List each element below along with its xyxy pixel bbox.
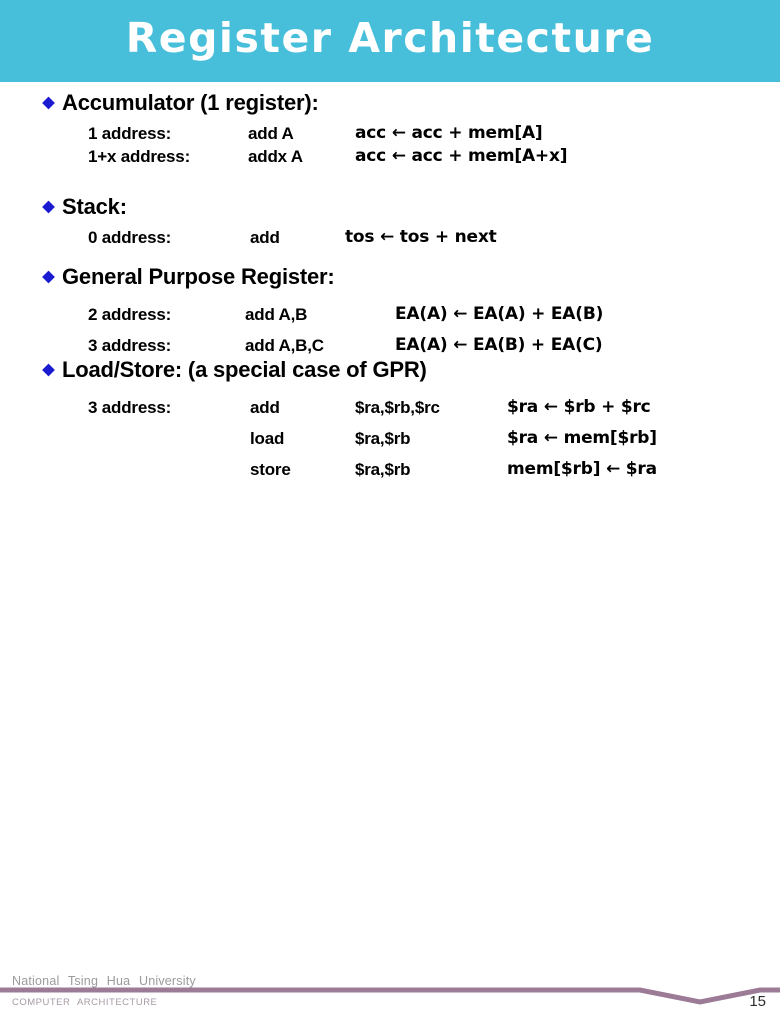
section-heading: Accumulator (1 register): [0,90,780,116]
row-group: 2 address: add A,B EA(A) ← EA(A) + EA(B)… [0,299,780,361]
page-number: 15 [749,993,766,1010]
row-value: $ra ← $rb + $rc [507,397,651,417]
row-op: add A [248,124,294,143]
table-row: store $ra,$rb mem[$rb] ← $ra [0,454,780,485]
row-label: 0 address: [88,228,172,247]
row-op: store [250,460,291,479]
row-label: 3 address: [88,336,172,355]
row-label: 1+x address: [88,147,191,166]
page-title: Register Architecture [125,14,655,62]
row-op: add A,B,C [245,336,324,355]
title-band: Register Architecture [0,0,780,82]
section-heading-label: Stack: [62,194,127,219]
row-args: $ra,$rb [355,429,411,448]
row-op: load [250,429,285,448]
row-op: addx A [248,147,303,166]
row-value: acc ← acc + mem[A] [355,123,543,143]
section-accumulator: Accumulator (1 register): 1 address: add… [0,90,780,168]
table-row: 1 address: add A acc ← acc + mem[A] [0,122,780,145]
diamond-bullet-icon [42,96,55,110]
row-label: 3 address: [88,398,172,417]
row-args: $ra,$rb,$rc [355,398,440,417]
row-value: mem[$rb] ← $ra [507,459,657,479]
row-value: tos ← tos + next [345,227,497,247]
section-heading: General Purpose Register: [0,264,780,290]
section-heading-label: General Purpose Register: [62,264,335,289]
section-heading: Stack: [0,194,780,220]
section-load-store: Load/Store: (a special case of GPR) 3 ad… [0,357,780,485]
diamond-bullet-icon [42,270,55,284]
row-value: EA(A) ← EA(B) + EA(C) [395,335,603,355]
section-heading: Load/Store: (a special case of GPR) [0,357,780,383]
row-op: add [250,228,280,247]
table-row: 0 address: add tos ← tos + next [0,226,780,249]
diamond-bullet-icon [42,363,55,377]
slide-footer: National Tsing Hua University COMPUTER A… [0,480,780,1010]
table-row: load $ra,$rb $ra ← mem[$rb] [0,423,780,454]
row-group: 1 address: add A acc ← acc + mem[A] 1+x … [0,122,780,168]
section-gpr: General Purpose Register: 2 address: add… [0,264,780,361]
row-value: EA(A) ← EA(A) + EA(B) [395,304,604,324]
row-group: 0 address: add tos ← tos + next [0,226,780,249]
row-op: add A,B [245,305,308,324]
slide-content: Accumulator (1 register): 1 address: add… [0,82,780,480]
table-row: 3 address: add $ra,$rb,$rc $ra ← $rb + $… [0,392,780,423]
table-row: 1+x address: addx A acc ← acc + mem[A+x] [0,145,780,168]
table-row: 3 address: add A,B,C EA(A) ← EA(B) + EA(… [0,330,780,361]
diamond-bullet-icon [42,200,55,214]
table-row: 2 address: add A,B EA(A) ← EA(A) + EA(B) [0,299,780,330]
section-heading-label: Load/Store: (a special case of GPR) [62,357,427,382]
row-value: $ra ← mem[$rb] [507,428,657,448]
row-op: add [250,398,280,417]
section-heading-label: Accumulator (1 register): [62,90,319,115]
row-label: 1 address: [88,124,172,143]
section-stack: Stack: 0 address: add tos ← tos + next [0,194,780,249]
row-group: 3 address: add $ra,$rb,$rc $ra ← $rb + $… [0,392,780,485]
footer-department-name: COMPUTER ARCHITECTURE [12,997,158,1008]
row-args: $ra,$rb [355,460,411,479]
row-label: 2 address: [88,305,172,324]
row-value: acc ← acc + mem[A+x] [355,146,568,166]
